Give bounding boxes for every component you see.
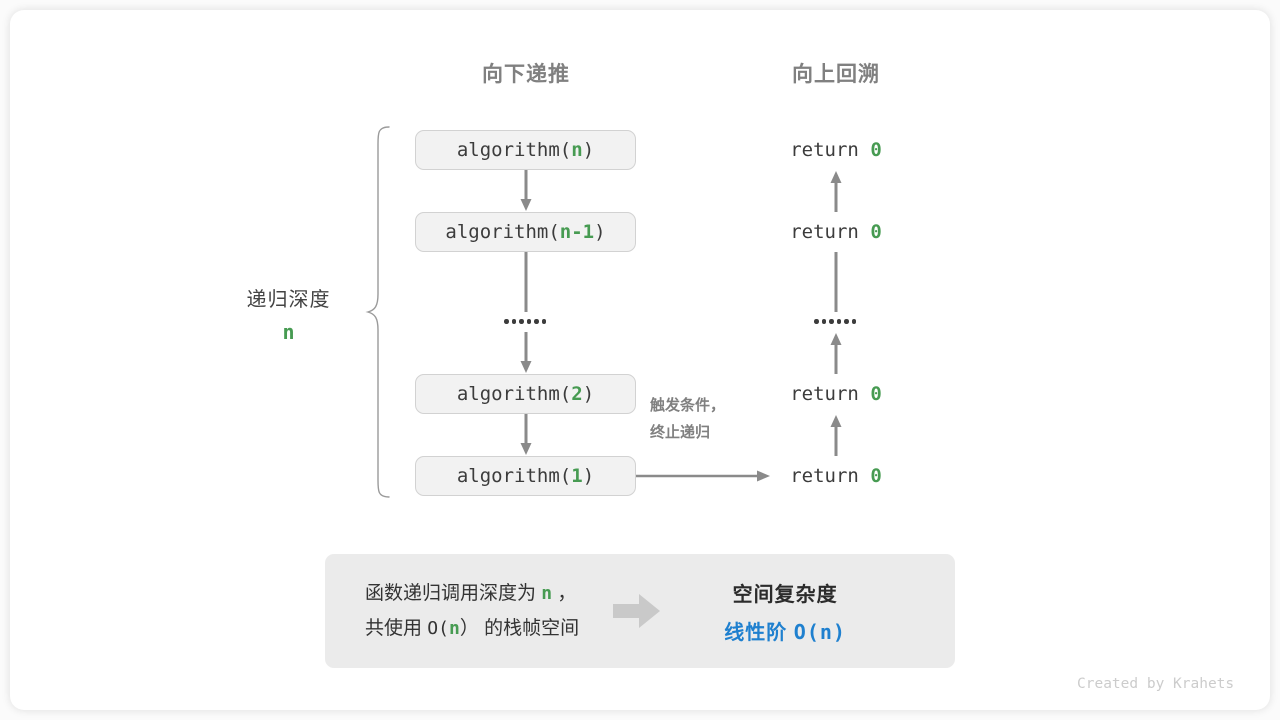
call-stack-ellipsis [504,319,546,324]
summary-left-line1-a: 函数递归调用深度为 [365,583,542,604]
call-box-2-close: ) [582,383,595,405]
return-label-4: return 0 [736,465,936,487]
summary-panel: 函数递归调用深度为 n ， 共使用 O(n） 的栈帧空间 空间复杂度 线性阶 O… [325,554,955,668]
up-arrow-icon-2 [834,252,838,312]
call-box-1[interactable]: algorithm(1) [415,456,636,496]
summary-left-line2-Oc: ） [459,618,479,639]
recursion-depth-text: 递归深度 [246,289,331,311]
call-box-n[interactable]: algorithm(n) [415,130,636,170]
base-case-arrow-icon [636,470,770,482]
up-arrow-icon-4 [830,415,842,456]
summary-left-line1-b: ， [552,583,577,604]
return-keyword-3: return [790,383,871,405]
trigger-condition-note: 触发条件， 终止递归 [650,392,725,446]
return-value-4: 0 [870,465,882,487]
return-label-3: return 0 [736,383,936,405]
call-box-n-minus-1-arg: n-1 [559,221,595,243]
summary-left-line1-n: n [541,583,553,604]
call-box-n-arg: n [571,139,583,161]
return-label-1: return 0 [736,139,936,161]
down-arrow-icon-1 [520,170,532,211]
return-value-2: 0 [870,221,882,243]
return-keyword-1: return [790,139,871,161]
call-box-2-arg: 2 [571,383,583,405]
column-header-downward: 向下递推 [482,63,570,86]
return-value-3: 0 [870,383,882,405]
depth-brace-icon [365,126,390,498]
down-arrow-icon-3 [520,332,532,373]
recursion-depth-label: 递归深度 n [186,283,391,344]
trigger-condition-line1: 触发条件， [650,397,726,414]
right-block-arrow-icon [613,594,661,628]
up-arrow-icon-1 [830,171,842,212]
complexity-value-notation: O(n) [793,619,846,644]
summary-left-line2-b: 的栈帧空间 [478,618,580,639]
call-box-1-close: ) [582,465,595,487]
down-arrow-icon-2 [524,252,528,312]
down-arrow-icon-4 [520,414,532,455]
call-box-1-arg: 1 [571,465,583,487]
summary-left-text: 函数递归调用深度为 n ， 共使用 O(n） 的栈帧空间 [365,576,579,646]
up-arrow-icon-3 [830,333,842,374]
summary-left-line2-a: 共使用 [365,618,428,639]
summary-left-line1: 函数递归调用深度为 n ， [365,576,579,611]
column-header-upward: 向上回溯 [792,63,880,86]
summary-left-line2-O: O( [427,618,449,639]
call-box-2[interactable]: algorithm(2) [415,374,636,414]
return-value-1: 0 [870,139,882,161]
return-label-2: return 0 [736,221,936,243]
call-box-n-minus-1[interactable]: algorithm(n-1) [415,212,636,252]
return-stack-ellipsis [814,319,856,324]
summary-right-block: 空间复杂度 线性阶 O(n) [695,578,875,645]
complexity-value: 线性阶 O(n) [695,616,875,645]
call-box-n-minus-1-fn: algorithm( [445,221,560,243]
return-keyword-4: return [790,465,871,487]
call-box-1-fn: algorithm( [456,465,572,487]
complexity-title: 空间复杂度 [732,583,838,606]
call-box-n-minus-1-close: ) [594,221,606,243]
call-box-n-close: ) [582,139,595,161]
summary-left-line2: 共使用 O(n） 的栈帧空间 [365,611,579,646]
return-keyword-2: return [790,221,871,243]
summary-left-line2-n: n [448,618,460,639]
credit-text: Created by Krahets [1077,676,1235,692]
complexity-value-zh: 线性阶 [724,621,794,644]
call-box-2-fn: algorithm( [456,383,572,405]
recursion-depth-value: n [282,320,295,344]
call-box-n-fn: algorithm( [456,139,572,161]
trigger-condition-line2: 终止递归 [650,424,711,441]
